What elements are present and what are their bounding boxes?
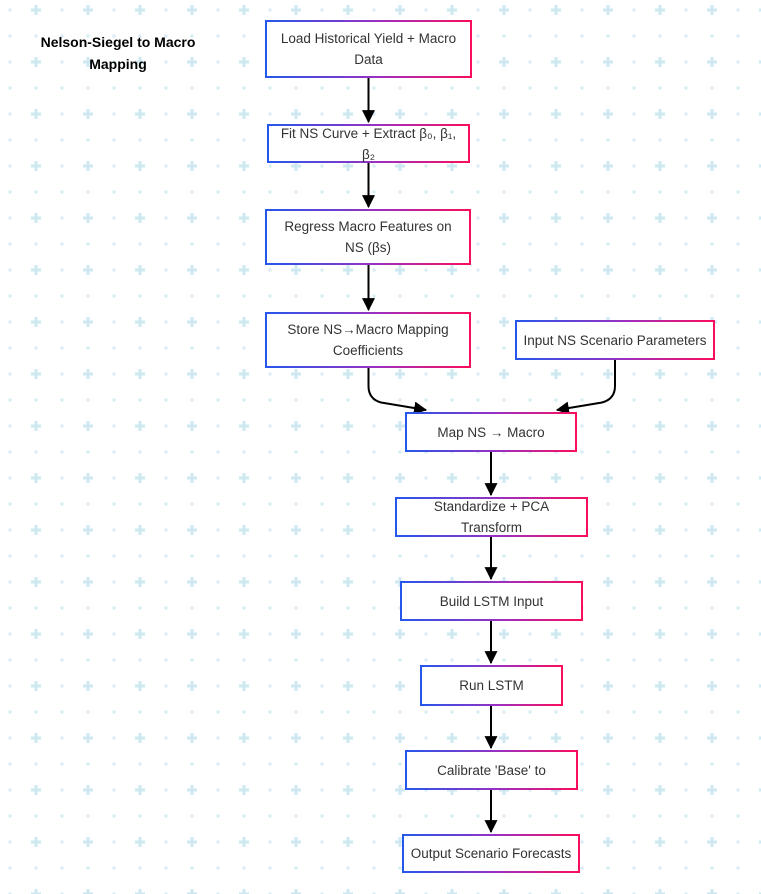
node-store-mapping-coefficients: Store NS→Macro Mapping Coefficients [265,312,471,368]
node-input-ns-scenario-parameters: Input NS Scenario Parameters [515,320,715,360]
node-calibrate-base: Calibrate 'Base' to [405,750,578,790]
node-regress-macro-features: Regress Macro Features on NS (βs) [265,209,471,265]
arrow-store-to-map [367,368,428,415]
node-run-lstm: Run LSTM [420,665,563,706]
node-standardize-pca-transform: Standardize + PCA Transform [395,497,588,537]
node-load-historical-data: Load Historical Yield + Macro Data [265,20,472,78]
diagram-title: Nelson-Siegel to Macro Mapping [40,34,196,72]
node-fit-ns-curve: Fit NS Curve + Extract β₀, β₁, β₂ [267,124,470,163]
node-build-lstm-input: Build LSTM Input [400,581,583,621]
arrow-input-to-map [555,360,616,415]
node-output-scenario-forecasts: Output Scenario Forecasts [402,834,580,873]
node-map-ns-to-macro: Map NS → Macro [405,412,577,452]
